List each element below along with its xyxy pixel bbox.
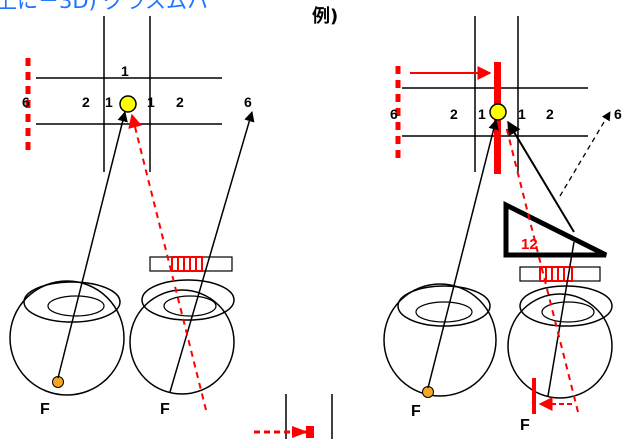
target-number: 6 bbox=[244, 94, 252, 110]
grid-number: 2 bbox=[176, 94, 184, 110]
grid-number: 1 bbox=[147, 94, 155, 110]
red-prism-marks bbox=[171, 256, 203, 272]
grid-number: 1 bbox=[105, 94, 113, 110]
left-figure: 1 6 2 1 1 2 6 bbox=[9, 16, 255, 418]
fovea-label: F bbox=[520, 417, 530, 434]
example-label: 例) bbox=[312, 5, 338, 27]
dashed-original-ray bbox=[559, 111, 611, 197]
dashed-red-ray bbox=[128, 113, 207, 411]
red-prism-marks bbox=[539, 266, 573, 282]
fixation-ray bbox=[57, 110, 128, 379]
fixation-ray bbox=[427, 118, 499, 389]
dashed-red-ray bbox=[505, 125, 579, 413]
grid-number: 6 bbox=[22, 94, 30, 110]
grid-number: 1 bbox=[121, 63, 129, 79]
grid-number: 1 bbox=[518, 106, 526, 122]
right-figure: 6 2 1 1 2 6 12 bbox=[383, 16, 622, 434]
prism-label: 12 bbox=[521, 236, 538, 253]
prism bbox=[503, 200, 608, 258]
grid-number: 1 bbox=[478, 106, 486, 122]
fovea-dot bbox=[422, 386, 434, 398]
lens-box bbox=[519, 266, 601, 282]
left-eye bbox=[9, 280, 125, 396]
fixation-target bbox=[119, 95, 137, 113]
right-eye bbox=[507, 285, 613, 399]
deviated-ray bbox=[169, 110, 255, 393]
fovea-label: F bbox=[160, 401, 170, 418]
grid-number: 6 bbox=[390, 106, 398, 122]
fovea-label: F bbox=[411, 403, 421, 420]
fovea-label: F bbox=[40, 401, 50, 418]
grid-number: 2 bbox=[82, 94, 90, 110]
right-eye bbox=[129, 279, 235, 395]
title-fragment: 上に－3D) グラスムハ bbox=[0, 0, 208, 13]
fovea-dot bbox=[52, 376, 64, 388]
grid-number: 2 bbox=[450, 106, 458, 122]
fixation-target bbox=[489, 103, 507, 121]
refracted-ray bbox=[547, 241, 575, 397]
shift-indicator bbox=[254, 394, 333, 439]
grid-number: 2 bbox=[546, 106, 554, 122]
target-number: 6 bbox=[614, 106, 622, 122]
prism-ray bbox=[507, 120, 575, 233]
